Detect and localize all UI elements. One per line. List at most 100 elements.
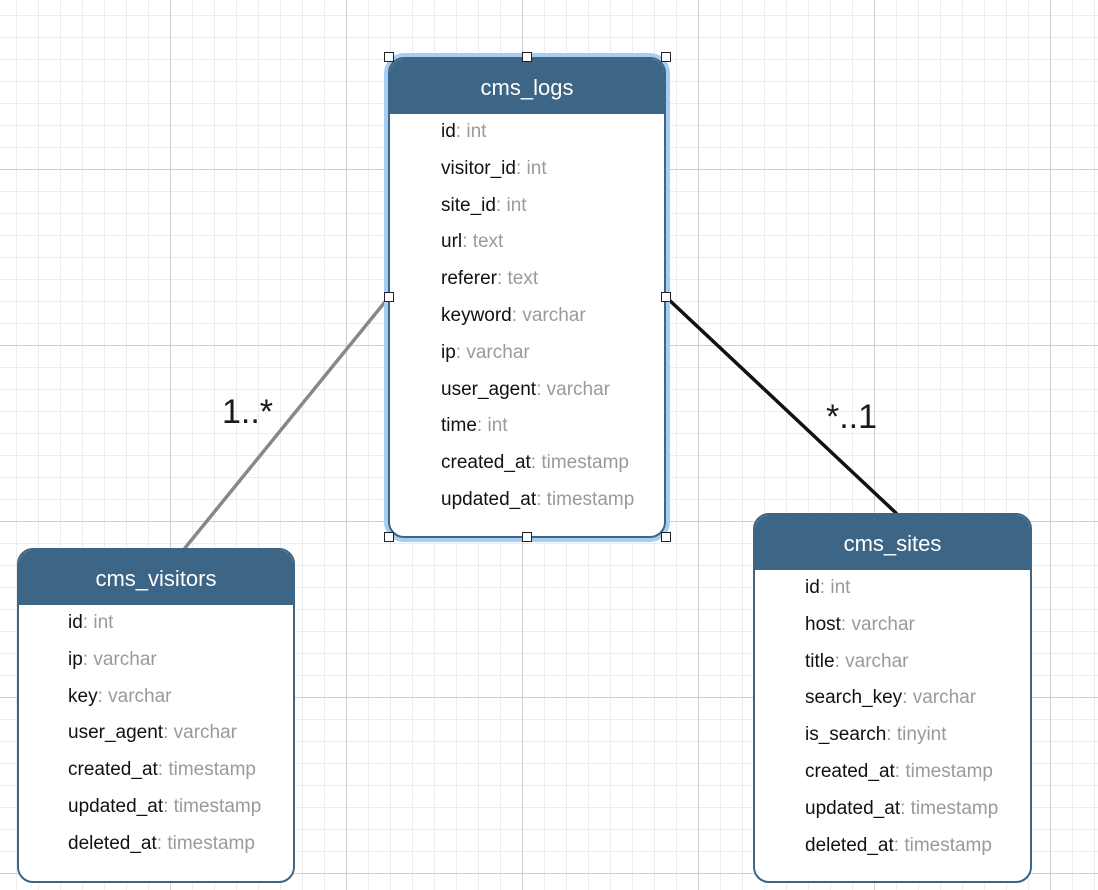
field-type: int [506, 194, 527, 216]
field-type: int [830, 577, 851, 598]
field-type: timestamp [168, 759, 256, 781]
field-name: host [805, 613, 841, 635]
field-type: varchar [522, 304, 586, 326]
resize-handle-bottom-center[interactable] [522, 532, 532, 542]
field-type: varchar [912, 687, 977, 709]
field-name: updated_at [805, 797, 901, 819]
field-type: varchar [546, 378, 610, 400]
field-name: id [805, 577, 820, 598]
entity-header: cms_logs [390, 59, 664, 114]
field-row[interactable]: deleted_at: timestamp [68, 826, 293, 863]
field-type: timestamp [904, 834, 992, 856]
field-row[interactable]: referer: text [441, 261, 664, 298]
field-row[interactable]: key: varchar [68, 679, 293, 716]
field-separator: : [834, 650, 846, 672]
field-type: int [487, 415, 508, 437]
field-separator: : [495, 194, 507, 216]
field-row[interactable]: host: varchar [805, 607, 1030, 644]
field-separator: : [515, 157, 527, 179]
field-row[interactable]: site_id: int [441, 188, 664, 225]
resize-handle-bottom-left[interactable] [384, 532, 394, 542]
resize-handle-middle-left[interactable] [384, 292, 394, 302]
field-separator: : [840, 613, 852, 635]
multiplicity-label-visitors: 1..* [222, 393, 274, 431]
field-type: timestamp [173, 795, 262, 817]
field-name: title [805, 650, 835, 672]
field-name: created_at [441, 452, 531, 474]
field-name: updated_at [441, 488, 537, 510]
field-name: site_id [441, 194, 496, 216]
resize-handle-middle-right[interactable] [661, 292, 671, 302]
resize-handle-top-center[interactable] [522, 52, 532, 62]
field-separator: : [530, 452, 542, 474]
field-name: url [441, 231, 463, 253]
field-type: int [93, 612, 114, 633]
field-row[interactable]: user_agent: varchar [68, 715, 293, 752]
resize-handle-bottom-right[interactable] [661, 532, 671, 542]
relation-line-visitors-logs[interactable] [183, 295, 391, 550]
field-row[interactable]: keyword: varchar [441, 298, 664, 335]
field-separator: : [476, 415, 488, 437]
field-name: is_search [805, 724, 887, 746]
field-row[interactable]: created_at: timestamp [441, 445, 664, 482]
field-row[interactable]: url: text [441, 224, 664, 261]
field-type: int [466, 121, 487, 142]
field-row[interactable]: title: varchar [805, 644, 1030, 681]
field-type: timestamp [910, 797, 999, 819]
field-row[interactable]: updated_at: timestamp [68, 789, 293, 826]
field-type: text [472, 231, 504, 253]
field-type: tinyint [896, 724, 947, 746]
field-type: varchar [108, 685, 172, 707]
field-row[interactable]: time: int [441, 408, 664, 445]
field-row[interactable]: search_key: varchar [805, 680, 1030, 717]
field-separator: : [157, 759, 169, 781]
field-row[interactable]: created_at: timestamp [805, 754, 1030, 791]
field-separator: : [97, 685, 109, 707]
field-type: timestamp [541, 452, 629, 474]
field-row[interactable]: updated_at: timestamp [441, 482, 664, 519]
field-separator: : [496, 268, 508, 290]
field-type: varchar [851, 613, 915, 635]
resize-handle-top-left[interactable] [384, 52, 394, 62]
field-row[interactable]: ip: varchar [441, 335, 664, 372]
field-type: varchar [845, 650, 909, 672]
resize-handle-top-right[interactable] [661, 52, 671, 62]
field-type: varchar [93, 648, 157, 670]
field-row[interactable]: user_agent: varchar [441, 372, 664, 409]
field-separator: : [900, 797, 911, 819]
field-row[interactable]: id: int [805, 570, 1030, 607]
field-separator: : [163, 722, 174, 744]
field-row[interactable]: visitor_id: int [441, 151, 664, 188]
field-type: varchar [466, 341, 530, 363]
field-row[interactable]: created_at: timestamp [68, 752, 293, 789]
field-type: int [526, 157, 547, 179]
field-name: search_key [805, 687, 903, 709]
field-separator: : [894, 760, 906, 782]
field-row[interactable]: updated_at: timestamp [805, 791, 1030, 828]
entity-header: cms_visitors [19, 550, 293, 605]
field-separator: : [819, 577, 831, 598]
multiplicity-label-sites: *..1 [826, 398, 878, 436]
field-row[interactable]: deleted_at: timestamp [805, 828, 1030, 865]
field-separator: : [462, 231, 473, 253]
field-name: ip [441, 341, 456, 363]
field-name: id [441, 121, 456, 142]
field-separator: : [455, 121, 467, 142]
field-name: updated_at [68, 795, 164, 817]
field-row[interactable]: id: int [68, 605, 293, 642]
field-separator: : [902, 687, 913, 709]
field-name: id [68, 612, 83, 633]
field-separator: : [156, 832, 168, 854]
field-type: timestamp [905, 760, 993, 782]
entity-header: cms_sites [755, 515, 1030, 570]
field-row[interactable]: ip: varchar [68, 642, 293, 679]
field-row[interactable]: is_search: tinyint [805, 717, 1030, 754]
field-row[interactable]: id: int [441, 114, 664, 151]
field-separator: : [536, 488, 547, 510]
